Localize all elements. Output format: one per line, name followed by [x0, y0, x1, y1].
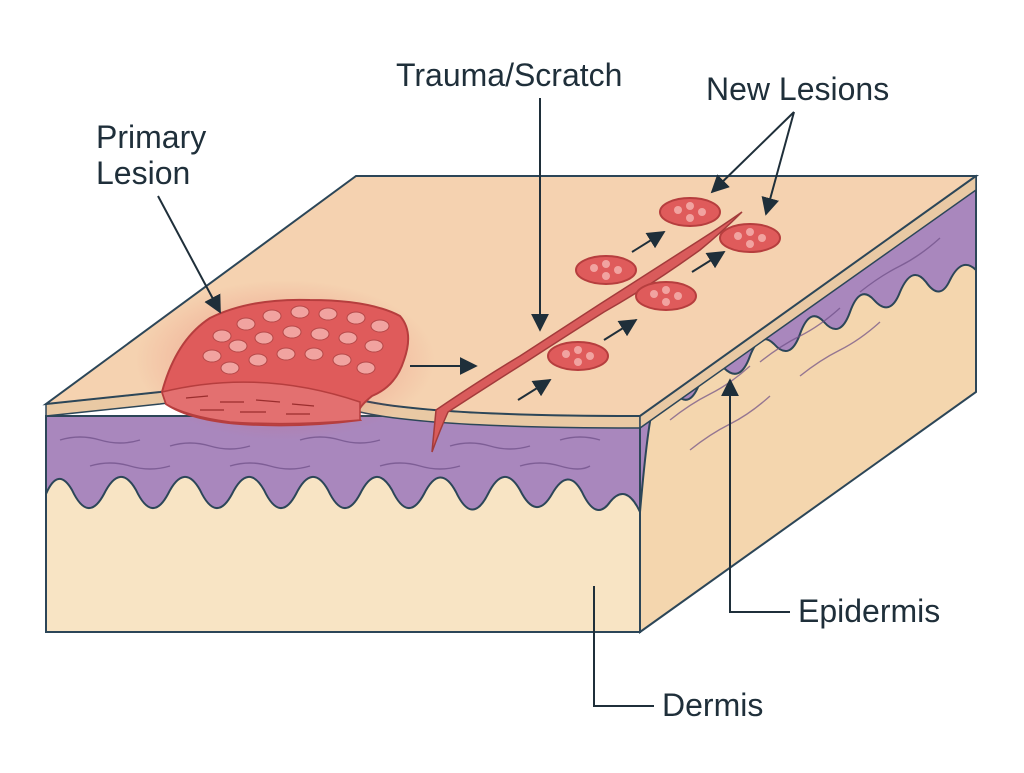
spread-arrow: [603, 319, 638, 341]
trauma-scratch-wound: [431, 211, 743, 453]
new-lesion: [719, 223, 781, 253]
new-lesion: [575, 255, 637, 285]
new-lesions-pointer-right: [761, 111, 795, 216]
trauma-scratch-label: Trauma/Scratch: [396, 57, 623, 93]
new-lesion: [659, 197, 721, 227]
primary-lesion-label-line2: Lesion: [96, 154, 191, 191]
dermis-pointer: [593, 586, 654, 707]
dermis-label: Dermis: [662, 687, 764, 723]
new-lesions-label: New Lesions: [706, 71, 890, 107]
new-lesion: [547, 341, 609, 371]
spread-arrow: [691, 251, 726, 273]
spread-arrows: [410, 231, 726, 401]
epidermis-front-band: [45, 415, 641, 513]
lesion-cut-texture: [185, 395, 315, 415]
spread-arrow: [631, 231, 666, 253]
primary-lesion-label-line1: Primary: [96, 119, 207, 155]
new-lesions-group: [547, 197, 781, 371]
new-lesions-pointer-left: [710, 111, 795, 194]
new-lesion: [635, 281, 697, 311]
primary-lesion-pointer: [157, 195, 221, 314]
spread-arrow: [517, 379, 552, 401]
epidermis-pointer: [721, 378, 790, 613]
primary-lesion-texture: [202, 305, 390, 375]
new-lesions-texture: [562, 202, 766, 366]
primary-lesion-cut-face: [161, 381, 361, 425]
epidermis-label: Epidermis: [798, 593, 941, 629]
primary-lesion-label: Primary Lesion: [96, 119, 207, 192]
